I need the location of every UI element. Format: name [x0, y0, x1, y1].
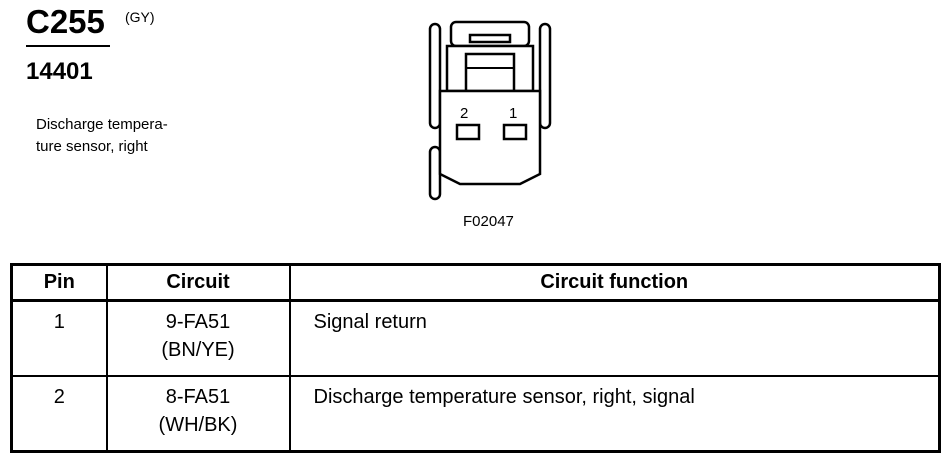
table-row: 1 9-FA51 (BN/YE) Signal return: [10, 299, 941, 377]
circuit-id: 8-FA51: [165, 386, 231, 408]
left-latch-arm: [428, 22, 442, 130]
description-line-2: ture sensor, right: [36, 138, 148, 155]
function-cell: Signal return: [288, 299, 941, 377]
header-circuit-function: Circuit function: [288, 263, 941, 302]
circuit-cell: 9-FA51 (BN/YE): [105, 299, 291, 377]
table-header-row: Pin Circuit Circuit function: [10, 263, 941, 302]
right-latch-arm: [538, 22, 552, 130]
description-line-1: Discharge tempera-: [36, 116, 168, 133]
wire-color: (BN/YE): [161, 339, 235, 361]
figure-code: F02047: [463, 213, 514, 230]
left-lower-tab: [428, 145, 442, 201]
pin-label-1: 1: [509, 105, 517, 122]
terminal-cavity-2: [455, 123, 481, 141]
connector-id: C255: [26, 3, 105, 40]
part-number: 14401: [26, 58, 93, 85]
connector-color-code: (GY): [125, 9, 155, 25]
connector-body: [438, 89, 542, 186]
pin-cell: 1: [10, 299, 108, 377]
lock-window: [464, 52, 516, 93]
connector-diagram: 2 1: [428, 20, 552, 201]
table-row: 2 8-FA51 (WH/BK) Discharge temperature s…: [10, 375, 941, 453]
pin-cell: 2: [10, 375, 108, 453]
header-circuit: Circuit: [105, 263, 291, 302]
header-divider: [26, 45, 110, 47]
pinout-table: Pin Circuit Circuit function 1 9-FA51 (B…: [10, 263, 941, 453]
component-description: Discharge tempera- ture sensor, right: [36, 114, 211, 158]
circuit-cell: 8-FA51 (WH/BK): [105, 375, 291, 453]
wire-color: (WH/BK): [158, 414, 238, 436]
function-cell: Discharge temperature sensor, right, sig…: [288, 375, 941, 453]
terminal-cavity-1: [502, 123, 528, 141]
header-pin: Pin: [10, 263, 108, 302]
top-lock-slot: [468, 33, 512, 44]
circuit-id: 9-FA51: [165, 311, 231, 333]
pin-label-2: 2: [460, 105, 468, 122]
